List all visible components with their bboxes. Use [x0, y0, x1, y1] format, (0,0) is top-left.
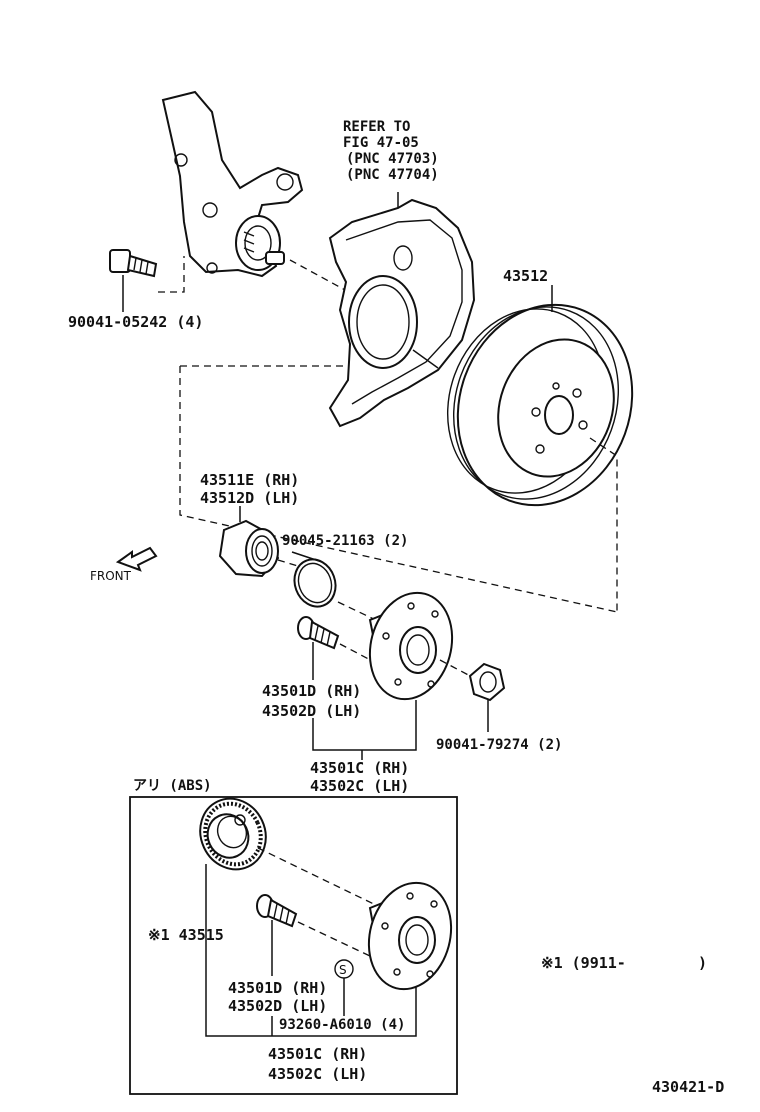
part-number-hub-nut[interactable]: 90041-79274 (2) — [436, 737, 562, 753]
part-number-bearing-lh[interactable]: 43512D (LH) — [200, 489, 299, 507]
pnc-47703-label[interactable]: (PNC 47703) — [346, 151, 439, 167]
fig-reference-label[interactable]: FIG 47-05 — [343, 135, 419, 151]
part-number-abs-hub-bolt-lh[interactable]: 43502D (LH) — [228, 997, 327, 1015]
snap-ring-leader — [291, 551, 323, 563]
pnc-47704-label[interactable]: (PNC 47704) — [346, 167, 439, 183]
part-number-hub-rh[interactable]: 43501C (RH) — [310, 759, 409, 777]
abs-variant-box — [129, 796, 458, 1095]
diagram-code: 430421-D — [652, 1078, 724, 1096]
part-number-hub-bolt-rh[interactable]: 43501D (RH) — [262, 682, 361, 700]
front-axle-hub — [368, 591, 454, 701]
part-number-hub-lh[interactable]: 43502C (LH) — [310, 777, 409, 795]
hub-to-nut-dash — [439, 659, 475, 679]
assembly-boundary-dash — [179, 366, 618, 613]
production-date-footnote: ※1 (9911- ) — [541, 954, 707, 972]
abs-speed-sensor-rotor — [199, 797, 267, 871]
hub-nut — [468, 662, 506, 702]
abs-front-axle-hub — [367, 881, 453, 991]
part-number-abs-hub-bolt-rh[interactable]: 43501D (RH) — [228, 979, 327, 997]
abs-hub-bolt — [256, 894, 298, 928]
front-direction-arrow-icon — [115, 546, 158, 572]
part-number-abs-hub-lh[interactable]: 43502C (LH) — [268, 1065, 367, 1083]
part-number-abs-rotor[interactable]: ※1 43515 — [148, 926, 224, 944]
part-number-bearing-rh[interactable]: 43511E (RH) — [200, 471, 299, 489]
abs-clip-marker-text: S — [339, 963, 347, 977]
steering-knuckle — [161, 90, 304, 278]
abs-hub-bracket-leader — [205, 864, 417, 1037]
knuckle-bolt — [109, 249, 158, 278]
refer-to-label: REFER TO — [343, 119, 410, 135]
hub-bearing — [218, 519, 280, 578]
part-number-hub-bolt-lh[interactable]: 43502D (LH) — [262, 702, 361, 720]
part-number-abs-clip[interactable]: 93260-A6010 (4) — [279, 1017, 405, 1033]
disc-rotor — [446, 303, 634, 507]
part-number-abs-hub-rh[interactable]: 43501C (RH) — [268, 1045, 367, 1063]
abs-bolt-dash — [297, 921, 371, 957]
bolt-dash-bracket — [158, 256, 185, 293]
front-label: FRONT — [90, 569, 132, 583]
hub-bracket-leader — [312, 700, 417, 751]
abs-rotor-dash — [257, 847, 383, 909]
part-number-rotor[interactable]: 43512 — [503, 267, 548, 285]
part-number-snap-ring[interactable]: 90045-21163 (2) — [282, 533, 408, 549]
abs-section-title: アリ (ABS) — [133, 778, 212, 794]
hub-bolt — [297, 616, 340, 650]
disc-brake-dust-cover — [328, 198, 476, 428]
rotor-dash-line — [589, 437, 618, 612]
hole-snap-ring — [293, 558, 337, 608]
part-number-knuckle-bolt[interactable]: 90041-05242 (4) — [68, 313, 203, 331]
knuckle-to-backing-plate-line — [289, 259, 346, 291]
